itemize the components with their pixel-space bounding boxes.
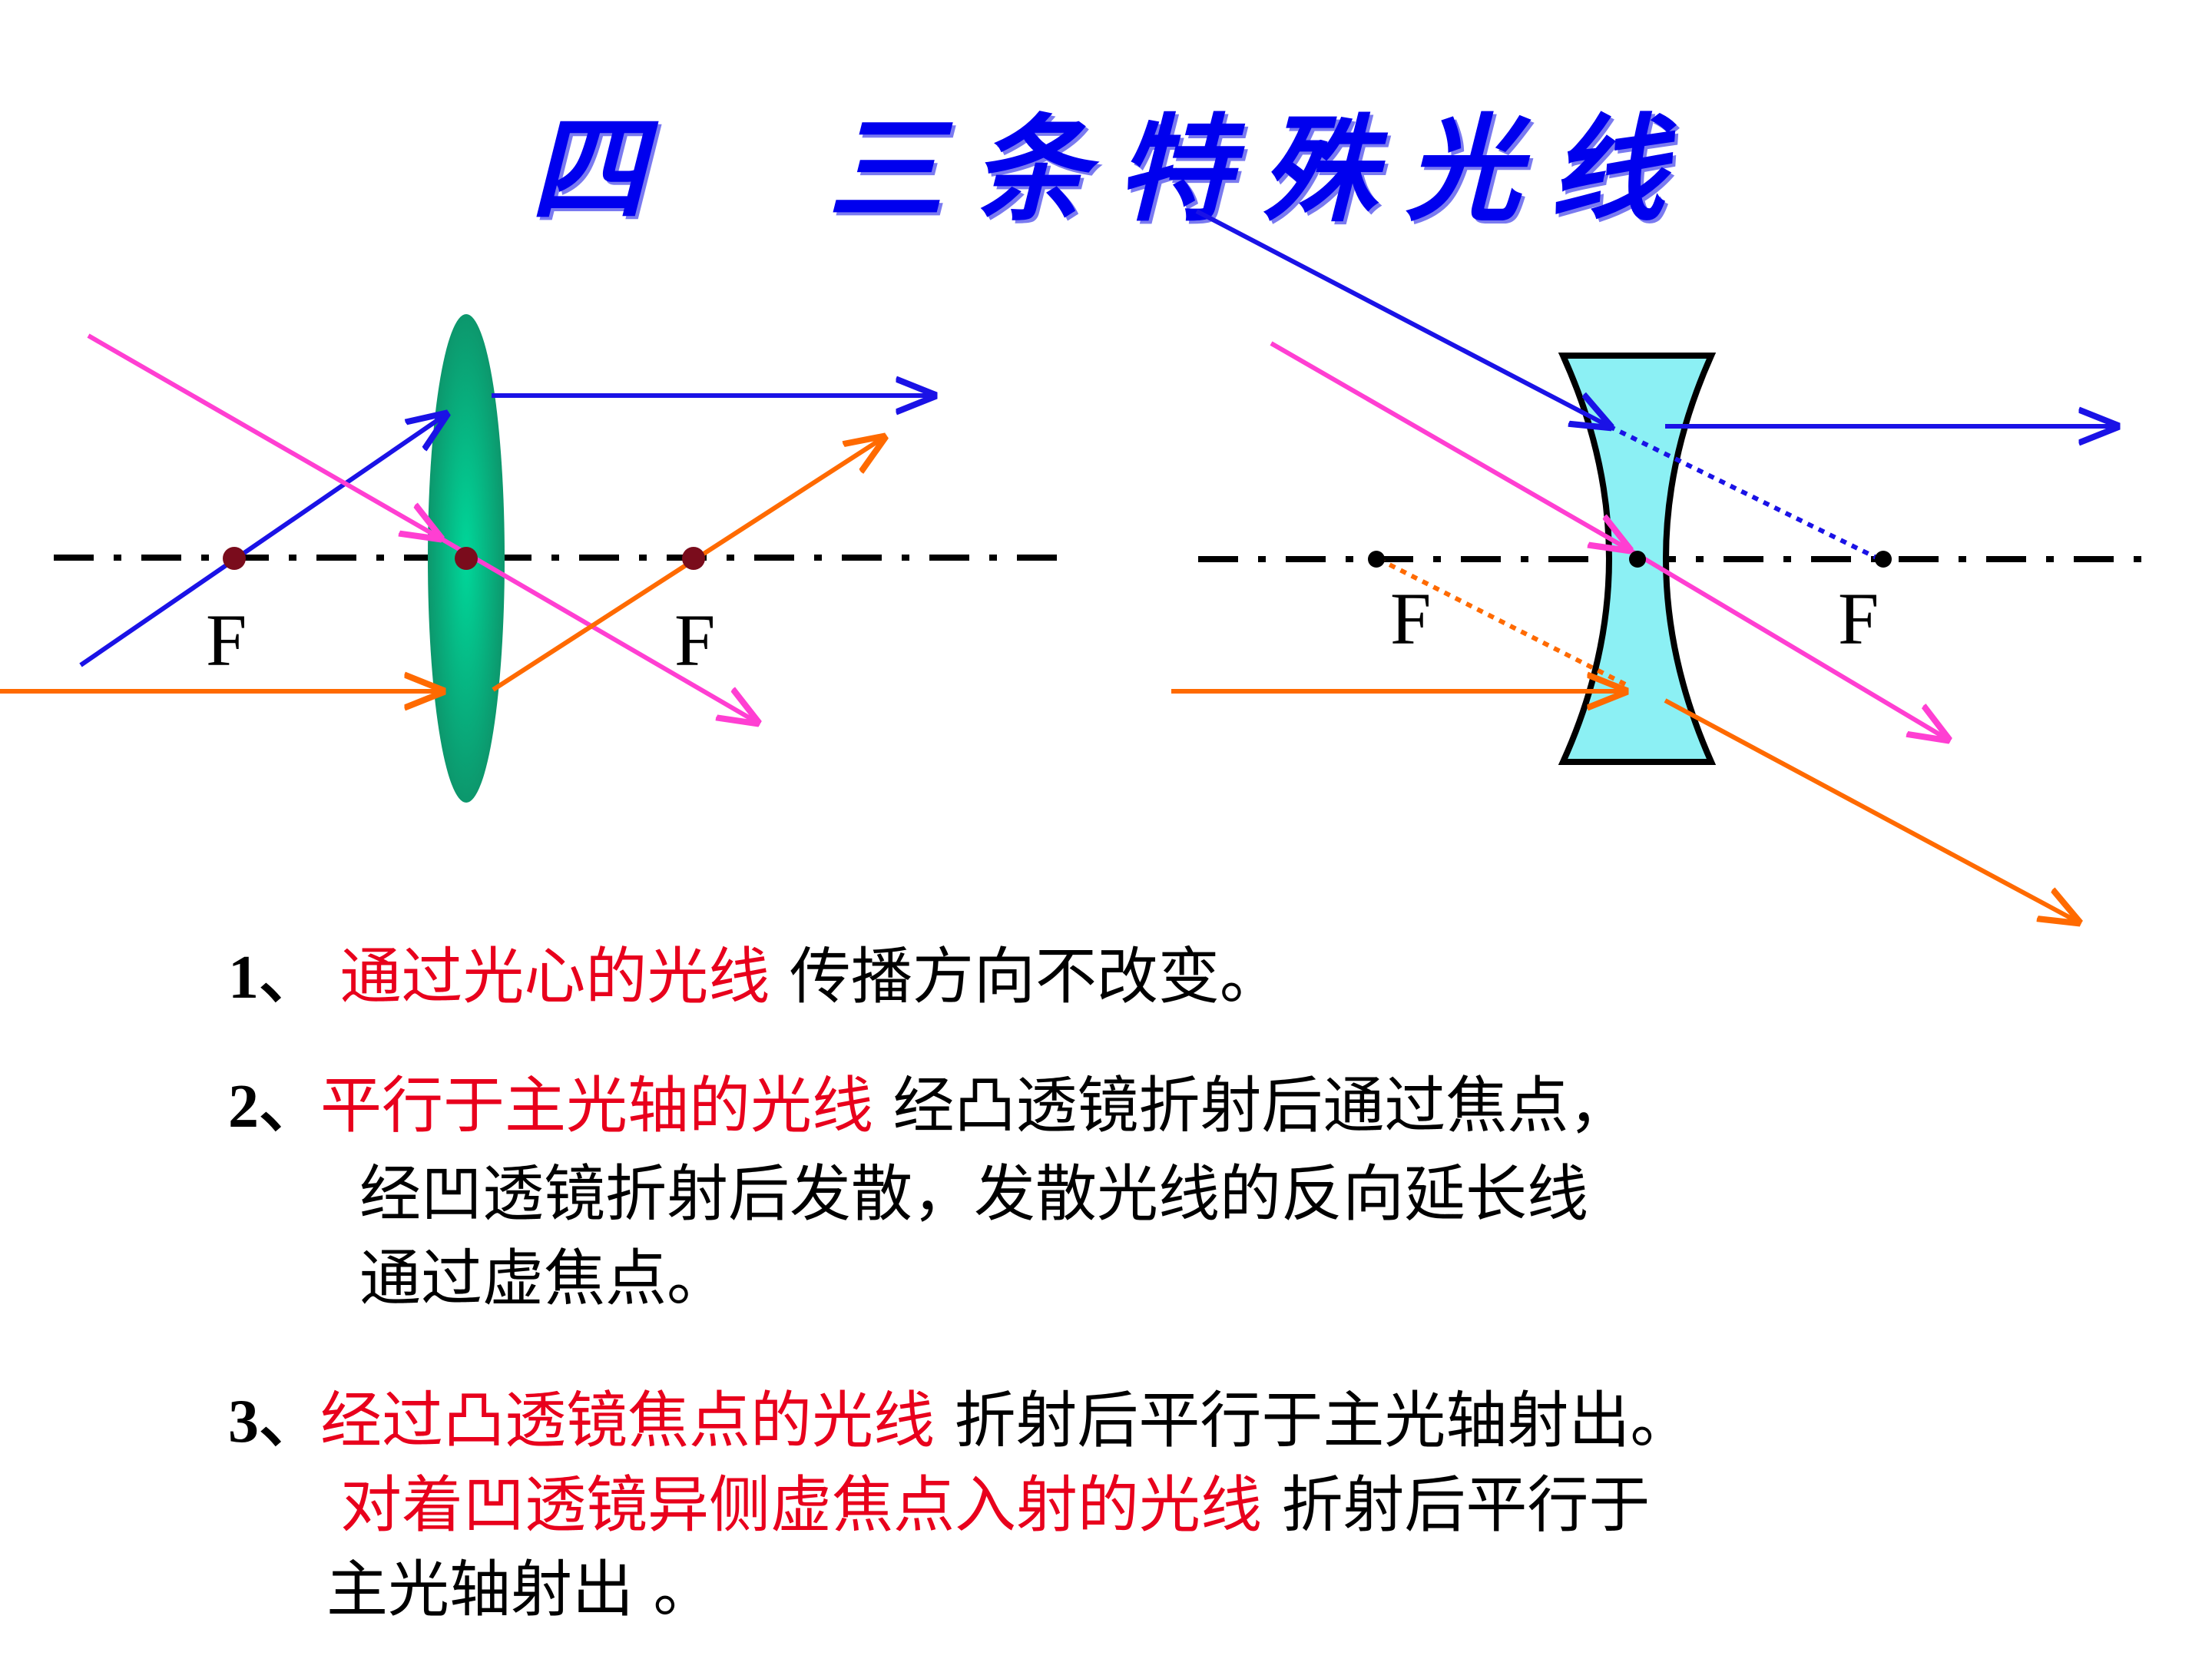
blue-ray-convex-in [79,415,445,667]
rule-2-number: 2、 [228,1073,320,1141]
rule-1-number: 1、 [228,944,320,1012]
focus-point-left-1 [223,547,246,570]
rule-1-highlight: 通过光心的光线 [339,941,770,1012]
rule-2-text: 经凸透镜折射后通过焦点， [892,1070,1631,1141]
rule-3-line-2: 对着凹透镜异侧虚焦点入射的光线 折射后平行于 [340,1475,1650,1536]
rule-3-highlight-2: 对着凹透镜异侧虚焦点入射的光线 [340,1469,1262,1541]
focus-label-right-1: F [1390,578,1431,660]
title-text: 三条特殊光线 [828,102,1695,237]
rule-3-text-2: 折射后平行于 [1281,1469,1651,1541]
pink-ray-concave-out [1627,547,1947,739]
blue-ray-concave-extension [1608,424,1879,561]
rule-2-highlight: 平行于主光轴的光线 [320,1070,873,1141]
rule-1-text: 传播方向不改变。 [789,941,1281,1012]
rule-1: 1、 通过光心的光线 传播方向不改变。 [228,946,1281,1009]
rule-3-text: 折射后平行于主光轴射出。 [954,1385,1692,1456]
optical-center-concave [1629,551,1646,568]
title-number: 四 [530,102,675,237]
pink-ray-convex-in [87,333,439,538]
rule-3-number: 3、 [228,1388,320,1455]
pink-ray-convex-out [438,535,757,722]
focus-label-right-2: F [1838,578,1879,660]
pink-ray-concave-in [1270,341,1628,549]
focus-label-left-1: F [206,599,247,681]
rule-2-line-2: 经凹透镜折射后发散，发散光线的反向延长线 [359,1158,1588,1230]
virtual-focus-right-2 [1875,551,1892,568]
virtual-focus-right-1 [1368,551,1385,568]
rule-3-highlight: 经过凸透镜焦点的光线 [320,1385,935,1456]
focus-point-left-2 [682,547,705,570]
rule-2-line-3: 通过虚焦点。 [359,1243,728,1314]
rule-3-line-3: 主光轴射出 。 [326,1554,715,1625]
rule-2-line-1: 2、平行于主光轴的光线 经凸透镜折射后通过焦点， [228,1075,1630,1138]
page-title: 四 三条特殊光线 [530,77,1694,243]
focus-label-left-2: F [674,599,715,681]
rule-3-line-1: 3、经过凸透镜焦点的光线 折射后平行于主光轴射出。 [228,1388,1691,1455]
orange-ray-concave-extension [1377,557,1630,688]
blue-ray-concave-in [1195,209,1609,426]
orange-ray-concave-out [1664,698,2078,922]
optical-center-convex [455,547,478,570]
